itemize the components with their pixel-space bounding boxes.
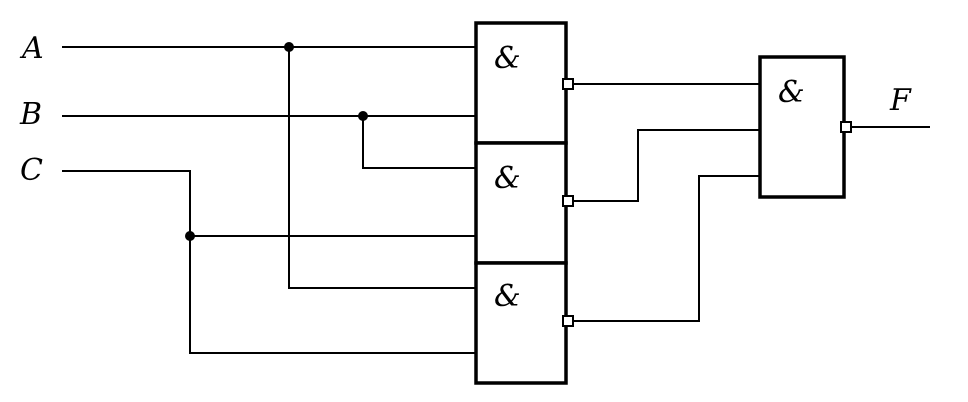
input-label-c: C xyxy=(20,153,43,188)
gate-symbol-nand2: & xyxy=(494,161,521,196)
inversion-bubble-1 xyxy=(562,78,574,90)
gate-symbol-nand-out: & xyxy=(778,75,805,110)
junction-a xyxy=(284,42,294,52)
nand-gate-2 xyxy=(474,141,568,265)
nand-gate-3 xyxy=(474,261,568,385)
inversion-bubble-output xyxy=(840,121,852,133)
wire-nand3-out xyxy=(573,175,760,322)
junction-c xyxy=(185,231,195,241)
output-label-f: F xyxy=(889,83,912,118)
junction-b xyxy=(358,111,368,121)
inversion-bubble-3 xyxy=(562,315,574,327)
input-label-b: B xyxy=(19,97,42,132)
gate-symbol-nand3: & xyxy=(494,279,521,314)
input-label-a: A xyxy=(19,31,44,66)
wire-a-branch xyxy=(288,47,476,289)
wire-nand2-out xyxy=(573,129,760,202)
wire-b-branch xyxy=(362,116,476,169)
nand-gate-output xyxy=(758,55,846,199)
gate-symbol-nand1: & xyxy=(494,41,521,76)
nand-gate-1 xyxy=(474,21,568,145)
inversion-bubble-2 xyxy=(562,195,574,207)
wire-c-main xyxy=(62,170,476,354)
